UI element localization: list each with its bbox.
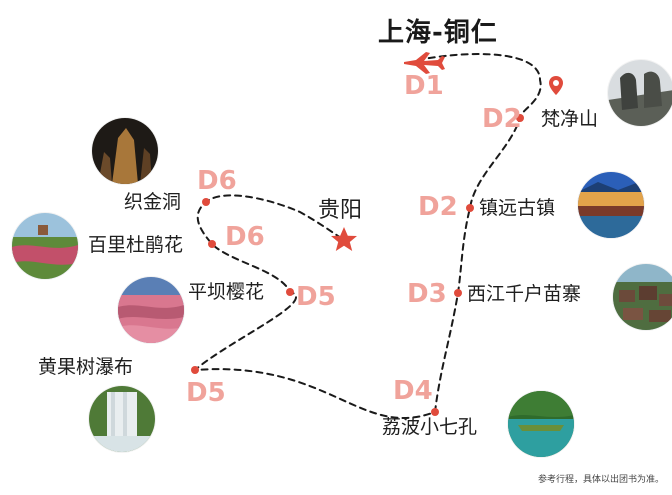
stop-dot-baili [208, 240, 216, 248]
airplane-icon [404, 52, 445, 74]
photo-fanjingshan [608, 60, 672, 126]
stop-label-guiyang: 贵阳 [318, 198, 363, 223]
day-label-d1: D1 [404, 71, 444, 101]
stop-label-baili: 百里杜鹃花 [88, 234, 184, 256]
star-icon [331, 227, 357, 251]
stop-label-zhijin: 织金洞 [124, 191, 182, 213]
day-label-d6-zhijin: D6 [197, 166, 237, 196]
stop-dot-xijiang [454, 289, 462, 297]
stop-dot-fanjingshan [516, 114, 524, 122]
stop-dot-pingba [286, 288, 294, 296]
day-label-d2-zhenyuan: D2 [418, 192, 458, 222]
route-title: 上海-铜仁 [378, 18, 498, 48]
photo-pingba [118, 277, 184, 343]
stop-dot-zhijin [202, 198, 210, 206]
day-label-d4: D4 [393, 376, 433, 406]
stop-label-fanjingshan: 梵净山 [541, 108, 599, 130]
photo-baili [12, 213, 78, 279]
photo-huangguoshu [89, 386, 155, 452]
day-label-d6-baili: D6 [225, 222, 265, 252]
stop-dot-zhenyuan [466, 204, 474, 212]
stop-label-xijiang: 西江千户苗寨 [467, 283, 582, 305]
stop-label-libo: 荔波小七孔 [382, 416, 478, 438]
location-pin-icon [549, 76, 563, 95]
photo-libo [508, 391, 574, 457]
day-label-d5-huangguoshu: D5 [186, 378, 226, 408]
day-label-d3: D3 [407, 279, 447, 309]
stop-dot-huangguoshu [191, 366, 199, 374]
stop-label-pingba: 平坝樱花 [188, 281, 265, 303]
photo-zhijin [92, 118, 158, 184]
day-label-d5-pingba: D5 [296, 282, 336, 312]
footnote: 参考行程，具体以出团书为准。 [537, 475, 664, 485]
stop-label-huangguoshu: 黄果树瀑布 [38, 356, 134, 378]
stop-label-zhenyuan: 镇远古镇 [479, 197, 556, 219]
day-label-d2-fanjingshan: D2 [482, 104, 522, 134]
photo-zhenyuan [578, 172, 644, 238]
stop-dot-libo [431, 408, 439, 416]
photo-xijiang [613, 264, 672, 330]
